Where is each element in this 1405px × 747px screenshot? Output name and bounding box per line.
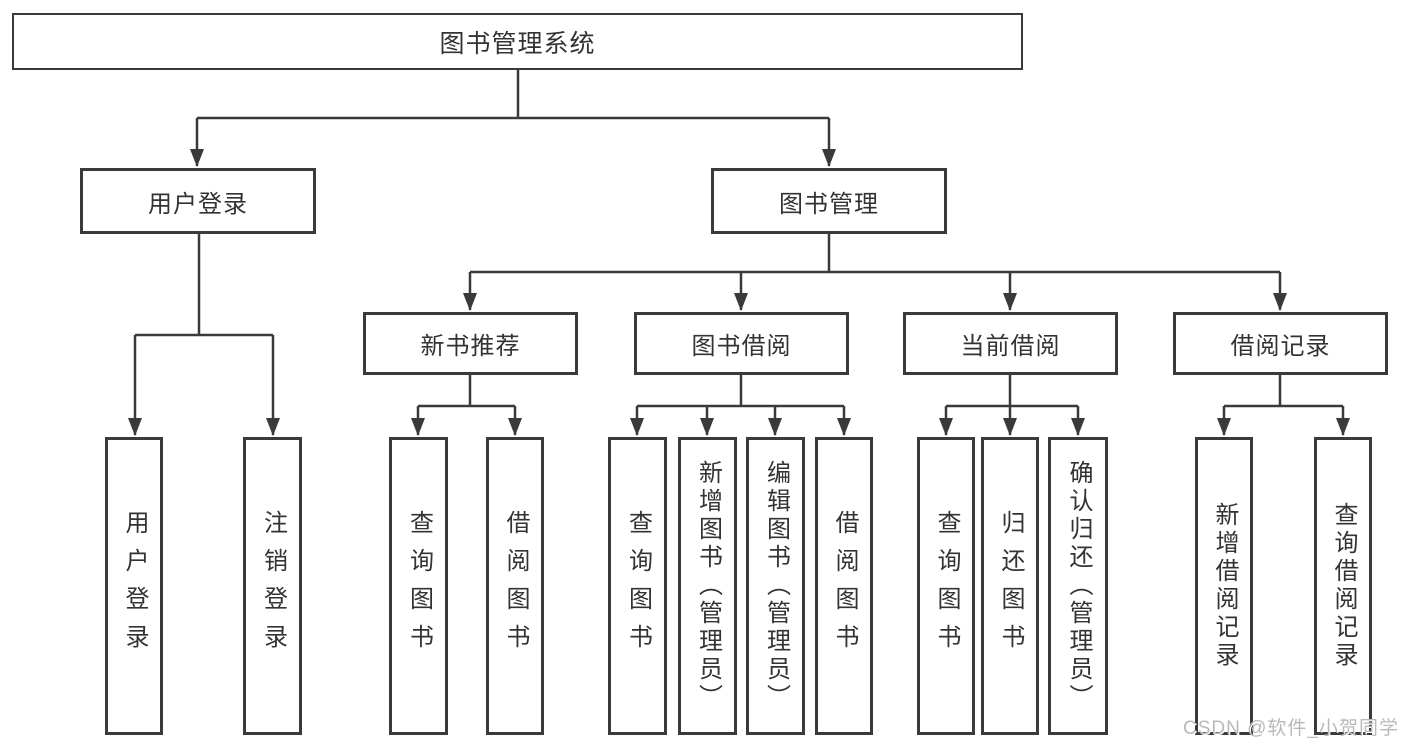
leaf-logout: 注销登录: [243, 437, 302, 735]
edges-new-book-recommend: [411, 375, 522, 436]
leaf-borrow-books-1: 借阅图书: [486, 437, 544, 735]
leaf-add-books-admin: 新增图书（管理员）: [678, 437, 737, 735]
node-root-library-system: 图书管理系统: [12, 13, 1023, 70]
edges-book-borrow: [630, 375, 851, 436]
leaf-add-borrow-record: 新增借阅记录: [1195, 437, 1253, 735]
leaf-return-books: 归还图书: [981, 437, 1039, 735]
edges-borrow-records: [1217, 375, 1350, 436]
leaf-query-books-2: 查询图书: [608, 437, 667, 735]
csdn-watermark: CSDN @软件_小贺同学: [1183, 718, 1399, 739]
edges-book-management: [463, 234, 1287, 311]
leaf-confirm-return-admin: 确认归还（管理员）: [1048, 437, 1108, 735]
edges-user-login: [128, 234, 280, 436]
leaf-query-books-3: 查询图书: [917, 437, 975, 735]
edges-current-borrow: [939, 375, 1085, 436]
leaf-query-borrow-record: 查询借阅记录: [1314, 437, 1372, 735]
leaf-borrow-books-2: 借阅图书: [815, 437, 873, 735]
node-book-borrow: 图书借阅: [634, 312, 849, 375]
node-user-login: 用户登录: [80, 168, 316, 234]
node-current-borrow: 当前借阅: [903, 312, 1118, 375]
leaf-query-books-1: 查询图书: [389, 437, 448, 735]
leaf-edit-books-admin: 编辑图书（管理员）: [746, 437, 805, 735]
leaf-user-login: 用户登录: [105, 437, 163, 735]
node-new-book-recommend: 新书推荐: [363, 312, 578, 375]
edges-root: [190, 70, 836, 167]
node-borrow-records: 借阅记录: [1173, 312, 1388, 375]
node-book-management: 图书管理: [711, 168, 947, 234]
